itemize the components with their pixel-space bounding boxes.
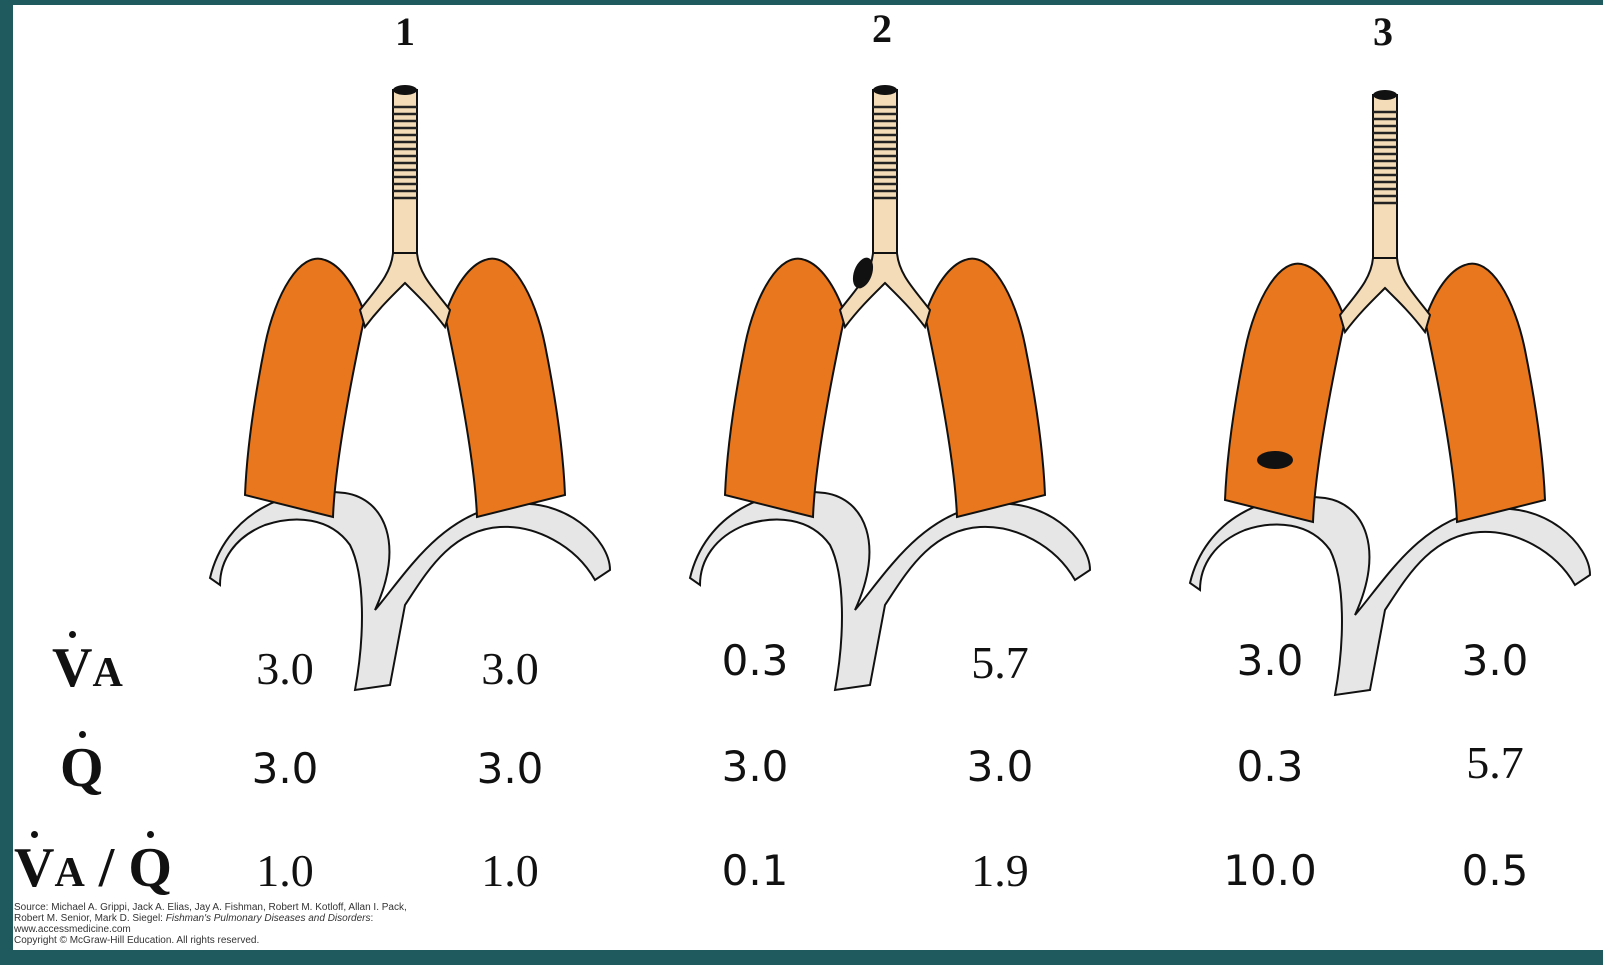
source-book-title: Fishman's Pulmonary Diseases and Disorde…	[166, 913, 371, 924]
airway-3	[1340, 90, 1430, 332]
source-authors: Robert M. Senior, Mark D. Siegel:	[14, 913, 166, 924]
vascular-obstruction-mark	[1257, 451, 1293, 469]
va-value: 3.0	[1215, 640, 1325, 682]
ratio-value: 1.0	[455, 848, 565, 894]
row-label-q: Q	[60, 740, 104, 796]
ratio-value: 10.0	[1215, 850, 1325, 892]
source-line-1: Source: Michael A. Grippi, Jack A. Elias…	[14, 902, 574, 913]
lungs-3	[1225, 264, 1545, 522]
ratio-value: 0.5	[1440, 850, 1550, 892]
va-value: 3.0	[455, 646, 565, 692]
panel-number-2: 2	[872, 6, 892, 51]
q-value: 3.0	[945, 746, 1055, 788]
source-line-4: Copyright © McGraw-Hill Education. All r…	[14, 935, 574, 946]
slide-frame-bottom	[0, 950, 1603, 965]
ratio-value: 1.0	[230, 848, 340, 894]
va-value: 3.0	[230, 646, 340, 692]
source-colon: :	[371, 913, 374, 924]
q-value: 0.3	[1215, 746, 1325, 788]
source-line-2: Robert M. Senior, Mark D. Siegel: Fishma…	[14, 913, 574, 924]
va-value: 5.7	[945, 640, 1055, 686]
lungs-2	[725, 259, 1045, 517]
va-value: 3.0	[1440, 640, 1550, 682]
row-label-va: VA	[52, 640, 123, 696]
source-credit: Source: Michael A. Grippi, Jack A. Elias…	[14, 902, 574, 946]
airway-1	[360, 85, 450, 327]
lung-panel-2	[690, 85, 1090, 690]
q-value: 3.0	[455, 748, 565, 790]
ratio-value: 0.1	[700, 850, 810, 892]
q-value: 3.0	[700, 746, 810, 788]
panel-number-1: 1	[395, 9, 415, 54]
va-value: 0.3	[700, 640, 810, 682]
q-value: 5.7	[1440, 740, 1550, 786]
airway-2	[840, 85, 930, 327]
lungs-1	[245, 259, 565, 517]
panel-number-3: 3	[1373, 9, 1393, 54]
lung-panel-3	[1190, 90, 1590, 695]
source-line-3: www.accessmedicine.com	[14, 924, 574, 935]
q-value: 3.0	[230, 748, 340, 790]
lung-panel-1	[210, 85, 610, 690]
row-label-ratio: VA / Q	[14, 840, 172, 896]
ratio-value: 1.9	[945, 848, 1055, 894]
